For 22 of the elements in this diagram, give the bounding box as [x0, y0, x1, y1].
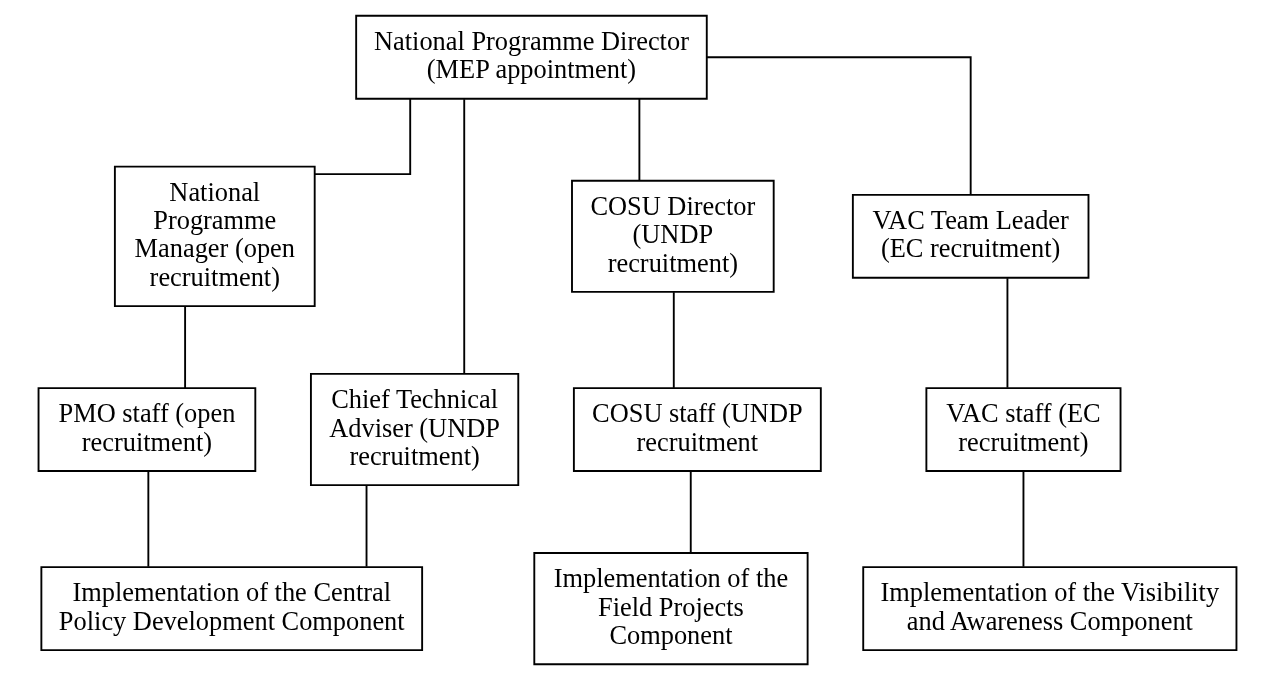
connector — [637, 97, 640, 182]
node-box: Implementation of the Central Policy Development Component — [39, 566, 423, 652]
connector — [365, 484, 367, 568]
node-box: National Programme Director (MEP appointment) — [354, 14, 708, 100]
connector — [183, 305, 186, 389]
connector — [689, 470, 692, 554]
connector — [1022, 470, 1024, 568]
node-box: VAC staff (EC recruitment) — [924, 387, 1121, 472]
node-box: Chief Technical Adviser (UNDP recruitment) — [309, 373, 519, 487]
node-box: VAC Team Leader (EC recruitment) — [851, 193, 1089, 279]
connector — [462, 98, 465, 375]
connector — [313, 97, 411, 176]
node-box: PMO staff (open recruitment) — [37, 387, 256, 472]
node-box: COSU staff (UNDP recruitment — [572, 387, 822, 472]
node-box: COSU Director (UNDP recruitment) — [570, 179, 775, 293]
connector — [1006, 277, 1008, 389]
connector — [705, 56, 972, 196]
connector — [146, 470, 149, 568]
connector — [672, 291, 675, 389]
node-box: National Programme Manager (open recruitment) — [113, 165, 316, 307]
node-box: Implementation of the Field Projects Component — [532, 552, 809, 666]
node-box: Implementation of the Visibility and Awareness Component — [861, 566, 1237, 652]
